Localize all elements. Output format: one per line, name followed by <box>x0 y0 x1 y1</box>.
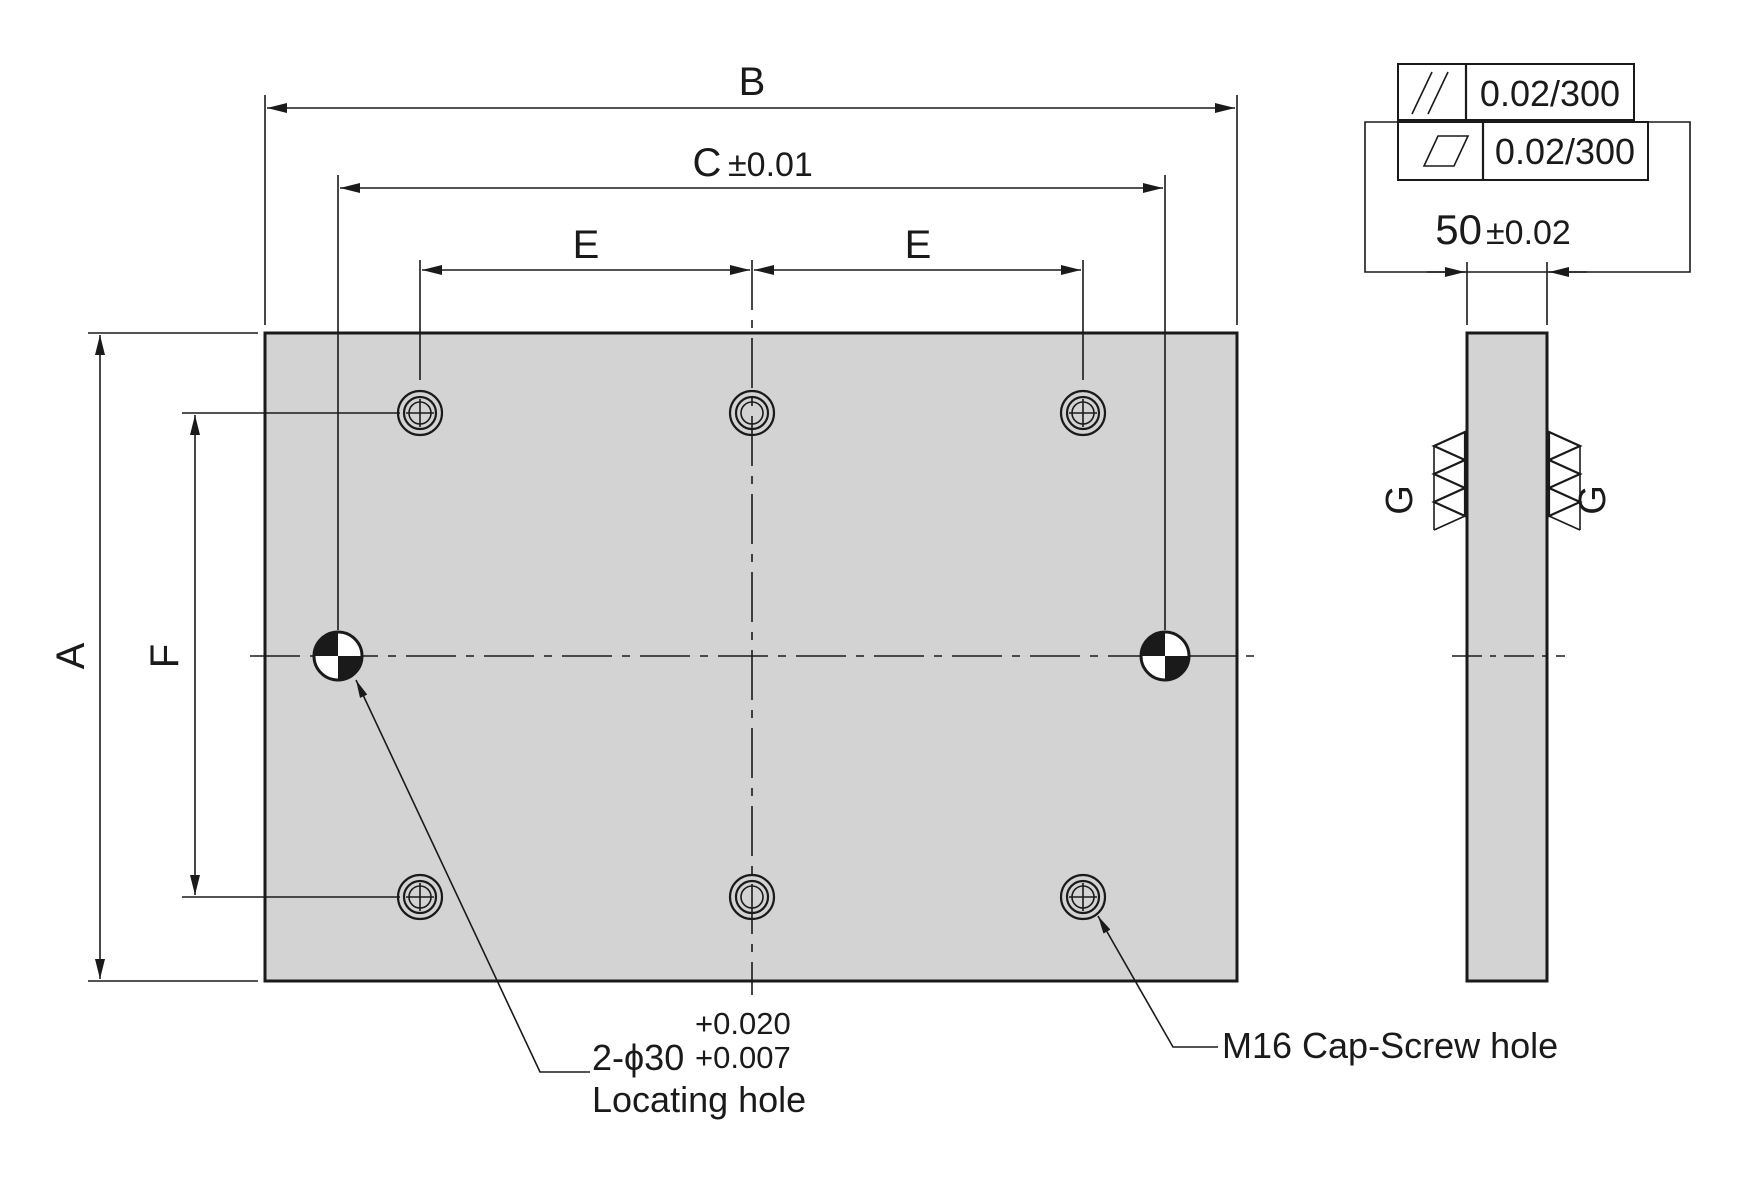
thickness-tolerance: ±0.02 <box>1486 214 1571 252</box>
dimension-label-f: F <box>143 644 187 668</box>
dimension-label-b: B <box>739 60 766 104</box>
parallelism-value: 0.02/300 <box>1480 73 1620 114</box>
cap-screw-hole-label: M16 Cap-Screw hole <box>1222 1025 1558 1066</box>
dimension-tolerance-c: ±0.01 <box>728 146 813 184</box>
surface-finish-label-right: G <box>1572 485 1614 515</box>
tolerance-frame-flatness: 0.02/300 <box>1397 121 1649 181</box>
leader-locating-hole <box>355 679 590 1073</box>
surface-finish-right: G <box>1547 430 1614 531</box>
plate-side <box>1465 331 1549 983</box>
side-view: 0.02/300 0.02/300 50 ±0.02 G <box>1364 63 1691 983</box>
cap-screw-hole <box>1059 389 1107 437</box>
surface-finish-left: G <box>1379 430 1467 531</box>
front-view: B C ±0.01 E E A F <box>49 60 1558 1120</box>
dimension-label-a: A <box>49 642 93 669</box>
cap-screw-hole <box>396 389 444 437</box>
thickness-frame <box>1364 121 1691 273</box>
dimension-label-e-right: E <box>905 223 932 267</box>
cap-screw-hole <box>1059 873 1107 921</box>
locating-hole-spec: 2-ϕ30 <box>592 1037 684 1078</box>
leader-cap-screw-hole <box>1097 915 1218 1048</box>
tolerance-frame-parallelism: 0.02/300 <box>1397 63 1635 121</box>
cap-screw-hole <box>728 873 776 921</box>
locating-hole-left <box>312 630 364 682</box>
plate-front <box>263 331 1239 983</box>
dimension-label-e-left: E <box>573 223 600 267</box>
parallelism-icon <box>1411 71 1449 115</box>
cap-screw-hole <box>728 389 776 437</box>
locating-hole-upper-tol: +0.020 <box>695 1006 791 1041</box>
surface-finish-label-left: G <box>1379 485 1421 515</box>
flatness-value: 0.02/300 <box>1495 131 1635 172</box>
cap-screw-hole <box>396 873 444 921</box>
dimension-label-c: C <box>693 141 722 185</box>
thickness-value: 50 <box>1435 206 1482 253</box>
flatness-icon <box>1422 135 1470 167</box>
locating-hole-right <box>1139 630 1191 682</box>
locating-hole-name: Locating hole <box>592 1079 806 1120</box>
locating-hole-lower-tol: +0.007 <box>695 1040 791 1075</box>
